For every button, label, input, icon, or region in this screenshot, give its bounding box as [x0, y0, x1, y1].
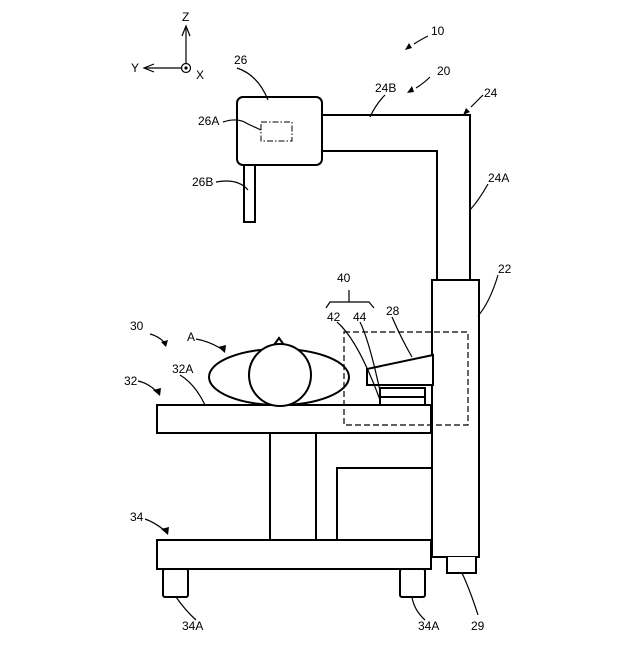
axis-label-y: Y — [131, 61, 139, 75]
arm-24 — [322, 115, 470, 280]
label-10: 10 — [431, 24, 445, 38]
head-probe-26B — [244, 165, 255, 222]
component-42 — [380, 397, 425, 405]
base-foot-right-34A — [400, 569, 425, 597]
axis-label-x: X — [196, 68, 204, 82]
axis-label-z: Z — [182, 10, 189, 24]
label-42: 42 — [327, 310, 341, 324]
label-30: 30 — [130, 319, 144, 333]
label-26A: 26A — [198, 114, 219, 128]
label-A: A — [187, 330, 195, 344]
label-24B: 24B — [375, 81, 396, 95]
label-26B: 26B — [192, 175, 213, 189]
base-plate — [157, 540, 431, 569]
label-40: 40 — [337, 271, 351, 285]
base-foot-left-34A — [163, 569, 188, 597]
head-housing — [237, 97, 322, 165]
unit-40 — [367, 355, 433, 405]
column-body — [432, 280, 479, 557]
table-pedestal — [270, 432, 432, 540]
label-22: 22 — [498, 262, 512, 276]
component-44 — [380, 388, 425, 397]
subject-head — [249, 344, 311, 406]
column-foot-29 — [447, 557, 476, 573]
subject-A — [209, 338, 349, 406]
label-34A-right: 34A — [418, 619, 439, 633]
table-top — [157, 405, 431, 433]
label-24: 24 — [484, 86, 498, 100]
label-24A: 24A — [488, 171, 509, 185]
label-20: 20 — [437, 64, 451, 78]
label-32: 32 — [124, 374, 138, 388]
x-axis-dot-icon — [184, 66, 187, 69]
label-34: 34 — [130, 510, 144, 524]
label-44: 44 — [353, 310, 367, 324]
table-32 — [157, 405, 431, 433]
component-28 — [367, 355, 433, 385]
base-34 — [157, 540, 431, 597]
head-26 — [237, 97, 322, 222]
label-26: 26 — [234, 53, 248, 67]
coordinate-axes: Z Y X — [131, 10, 204, 82]
column-22 — [432, 280, 479, 573]
label-32A: 32A — [172, 362, 193, 376]
label-34A-left: 34A — [182, 619, 203, 633]
label-28: 28 — [386, 304, 400, 318]
label-29: 29 — [471, 619, 485, 633]
